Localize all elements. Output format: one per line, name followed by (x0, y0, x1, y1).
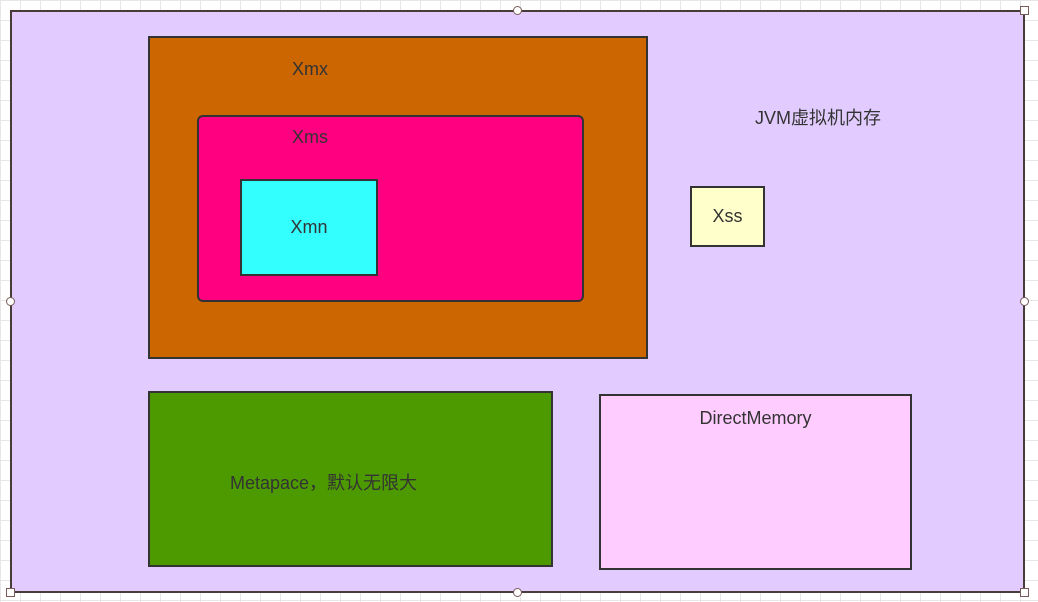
selection-handle-right[interactable] (1020, 297, 1029, 306)
direct-memory-box[interactable] (599, 394, 912, 570)
selection-handle-bottom-right[interactable] (1020, 588, 1029, 597)
xss-box[interactable] (690, 186, 765, 247)
xmn-label: Xmn (290, 217, 328, 237)
selection-handle-bottom[interactable] (513, 588, 522, 597)
selection-handle-top[interactable] (513, 6, 522, 15)
metaspace-label: Metapace，默认无限大 (230, 473, 418, 493)
xmx-label: Xmx (292, 59, 328, 79)
metaspace-box[interactable] (148, 391, 553, 567)
xss-label: Xss (712, 206, 743, 226)
xmn-box[interactable] (240, 179, 378, 276)
selection-handle-top-right[interactable] (1020, 6, 1029, 15)
selection-handle-bottom-left[interactable] (6, 588, 15, 597)
selection-handle-left[interactable] (6, 297, 15, 306)
jvm-memory-label: JVM虚拟机内存 (755, 108, 881, 128)
direct-memory-label: DirectMemory (699, 408, 812, 428)
xms-label: Xms (292, 127, 328, 147)
